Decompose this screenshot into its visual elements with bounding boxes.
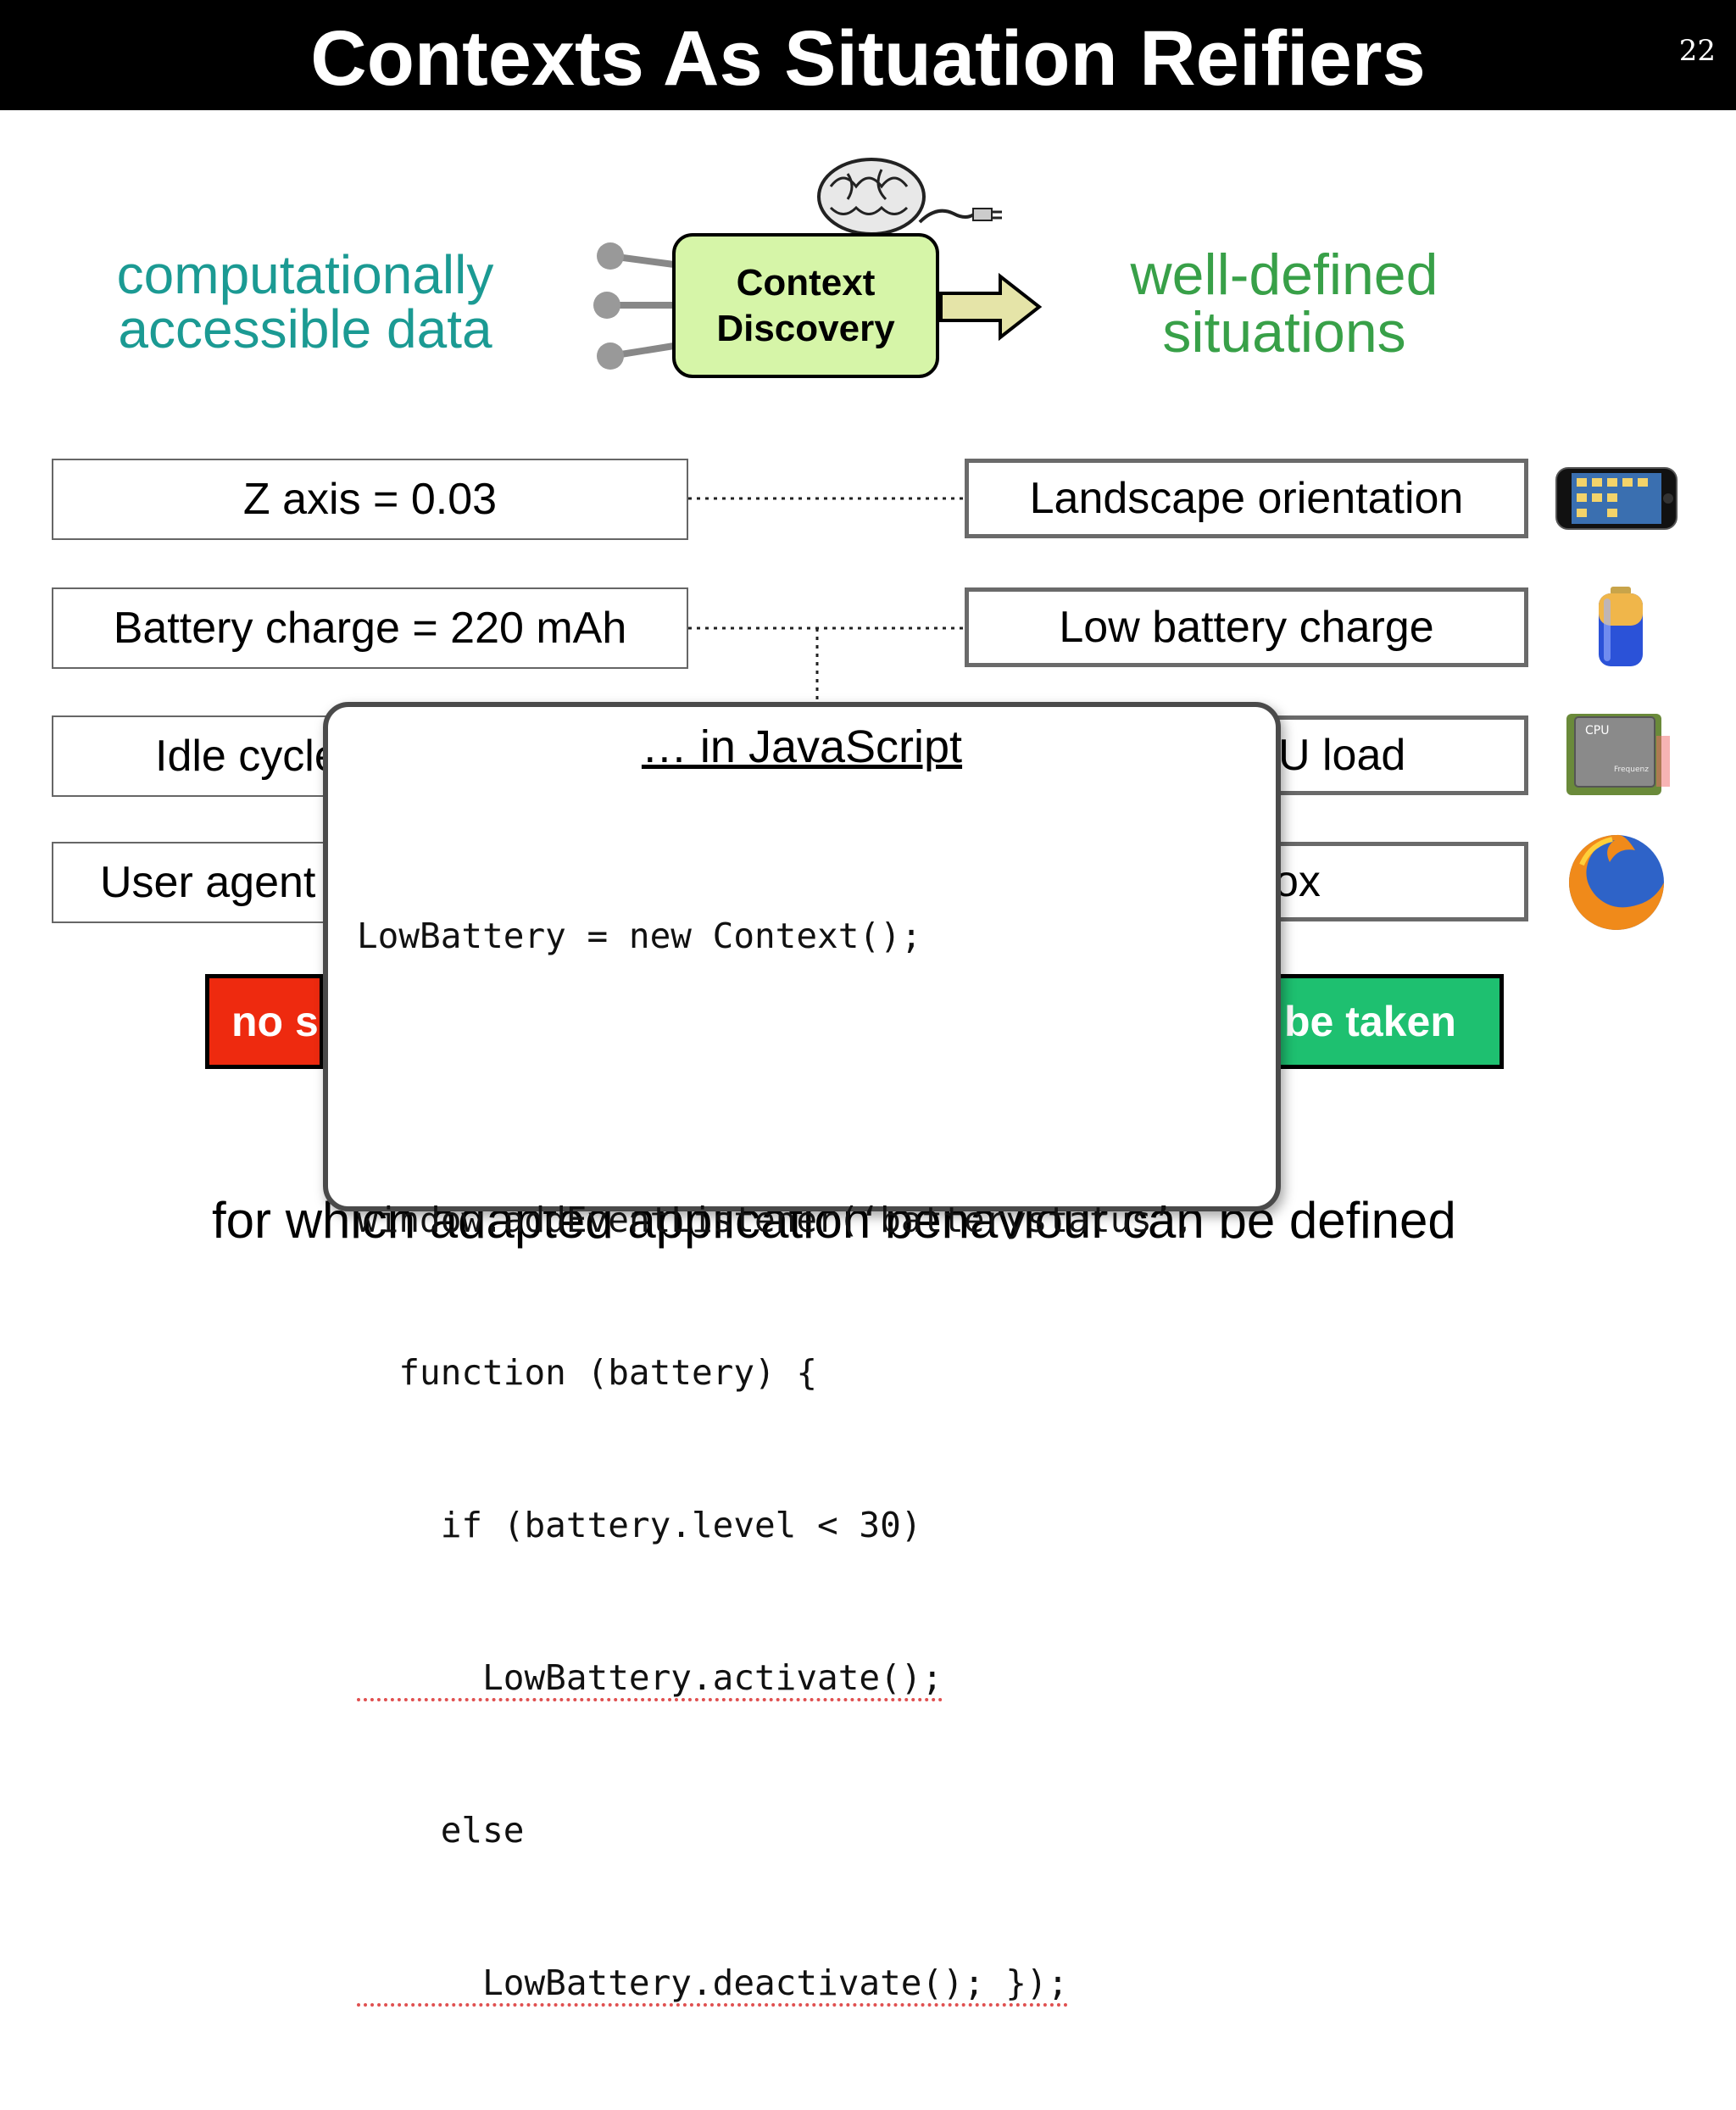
battery-icon <box>1599 587 1643 666</box>
title-bar: Contexts As Situation Reifiers 22 <box>0 0 1736 110</box>
context-discovery-box: Context Discovery <box>672 233 939 378</box>
svg-text:CPU: CPU <box>1585 724 1609 738</box>
status-action-taken: be taken <box>1271 974 1504 1069</box>
code-line: else <box>357 1810 525 1851</box>
code-activate: LowBattery.activate(); <box>357 1657 943 1701</box>
code-line: LowBattery.deactivate(); }); <box>357 1957 1194 2008</box>
popup-title: … in JavaScript <box>641 721 963 772</box>
code-line: window.addEventListener(‘batterystatus’, <box>357 1200 1194 1240</box>
data-heading: computationally accessible data <box>116 244 494 359</box>
smartphone-icon <box>1555 467 1678 530</box>
code-line <box>357 1063 1194 1093</box>
output-arrow <box>939 272 1043 342</box>
slide-title: Contexts As Situation Reifiers <box>310 15 1426 102</box>
diagram-graphics <box>593 158 1043 704</box>
cpu-icon: CPU Frequenz <box>1566 714 1670 795</box>
dotted-connectors <box>688 497 965 704</box>
code-block: LowBattery = new Context(); window.addEv… <box>357 809 1194 2110</box>
status-no-situation: no s <box>205 974 324 1069</box>
slide-number: 22 <box>1678 34 1716 68</box>
code-line: LowBattery.activate(); <box>357 1652 1194 1703</box>
code-line: function (battery) { <box>357 1352 818 1393</box>
code-line: if (battery.level < 30) <box>357 1505 922 1545</box>
data-box-battery-charge: Battery charge = 220 mAh <box>52 587 688 669</box>
firefox-icon <box>1569 834 1664 930</box>
svg-text:Frequenz: Frequenz <box>1614 766 1649 774</box>
code-line: LowBattery = new Context(); <box>357 916 922 956</box>
situation-box-low-battery: Low battery charge <box>965 587 1528 667</box>
javascript-popup: … in JavaScript LowBattery = new Context… <box>323 702 1281 2007</box>
code-deactivate: LowBattery.deactivate(); }); <box>357 1962 1069 2007</box>
situations-heading: well-defined situations <box>1130 242 1438 365</box>
situation-box-landscape: Landscape orientation <box>965 459 1528 538</box>
brain-icon <box>817 158 1002 236</box>
input-pins <box>593 242 675 370</box>
data-box-z-axis: Z axis = 0.03 <box>52 459 688 540</box>
